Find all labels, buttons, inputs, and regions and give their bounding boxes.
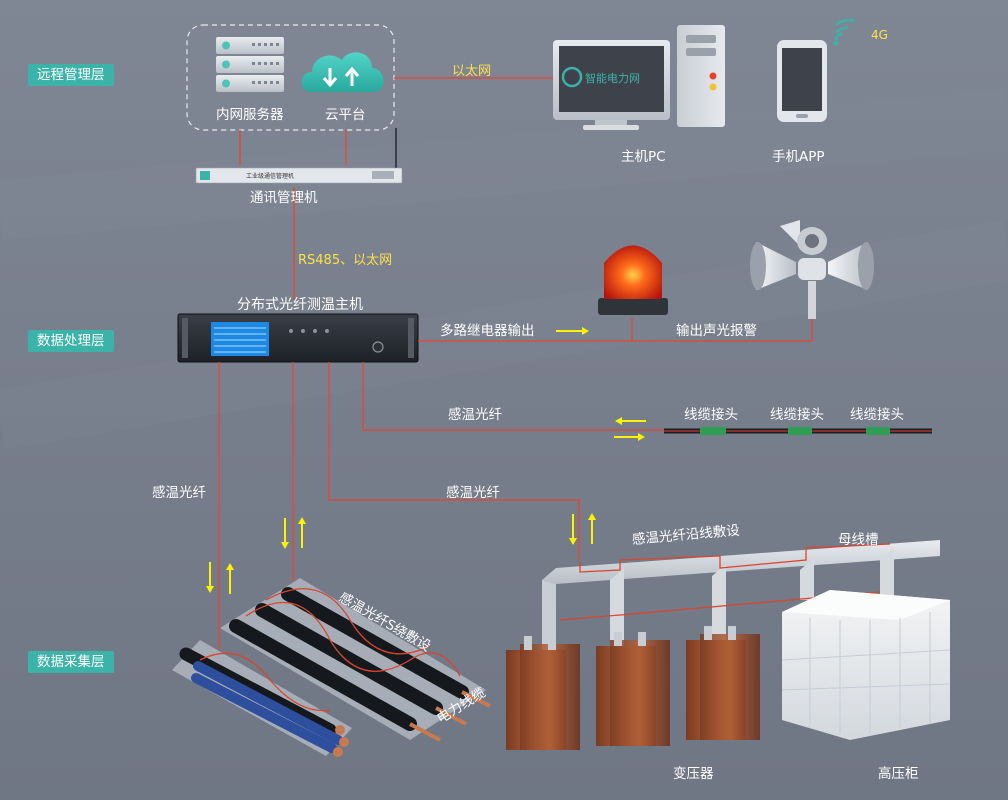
left-arrow-pair: [206, 562, 234, 594]
phone-icon: [777, 40, 827, 122]
signal-icon: [834, 20, 856, 46]
host-label: 分布式光纤测温主机: [237, 294, 363, 314]
beacon-icon: [598, 246, 668, 316]
layer-tag-processing: 数据处理层: [28, 330, 114, 352]
joint-label-1: 线缆接头: [684, 403, 738, 423]
relay-label: 多路继电器输出: [440, 319, 535, 339]
signal-label: 4G: [871, 28, 888, 42]
pc-tower-icon: [677, 25, 725, 127]
hv-cabinet-group: [782, 590, 950, 740]
layer-tag-remote: 远程管理层: [28, 64, 114, 86]
right-fiber-line: [329, 362, 579, 560]
phone-label: 手机APP: [772, 145, 825, 165]
comm-manager-plate: 工业级通信管理机: [246, 171, 294, 180]
joint-label-3: 线缆接头: [850, 403, 904, 423]
hv-cabinet-label: 高压柜: [878, 762, 919, 782]
server-icon: [216, 37, 284, 92]
joint-arrow-right: [614, 433, 645, 441]
joint-arrow-left: [615, 417, 646, 425]
alarm-label: 输出声光报警: [676, 319, 757, 339]
ethernet-label: 以太网: [452, 60, 491, 79]
left-fiber-label: 感温光纤: [152, 481, 206, 501]
pc-label: 主机PC: [621, 145, 666, 165]
server-label: 内网服务器: [216, 103, 284, 123]
transformer-group: [506, 626, 760, 750]
host-unit-icon: [178, 314, 418, 362]
joint-label-2: 线缆接头: [770, 403, 824, 423]
transformer-label: 变压器: [673, 762, 714, 782]
busbar-label: 母线槽: [838, 528, 879, 548]
pc-screen-brand: 智能电力网: [585, 70, 640, 86]
rs485-label: RS485、以太网: [298, 249, 392, 268]
right-arrow-pair: [569, 513, 596, 545]
mid-fiber-label: 感温光纤: [446, 481, 500, 501]
cable-joint-line: [664, 427, 932, 435]
joint-fiber-label: 感温光纤: [448, 403, 502, 423]
cloud-label: 云平台: [325, 103, 366, 123]
layer-tag-collection: 数据采集层: [28, 651, 114, 673]
comm-manager-label: 通讯管理机: [250, 186, 318, 206]
cloud-icon: [302, 52, 384, 92]
